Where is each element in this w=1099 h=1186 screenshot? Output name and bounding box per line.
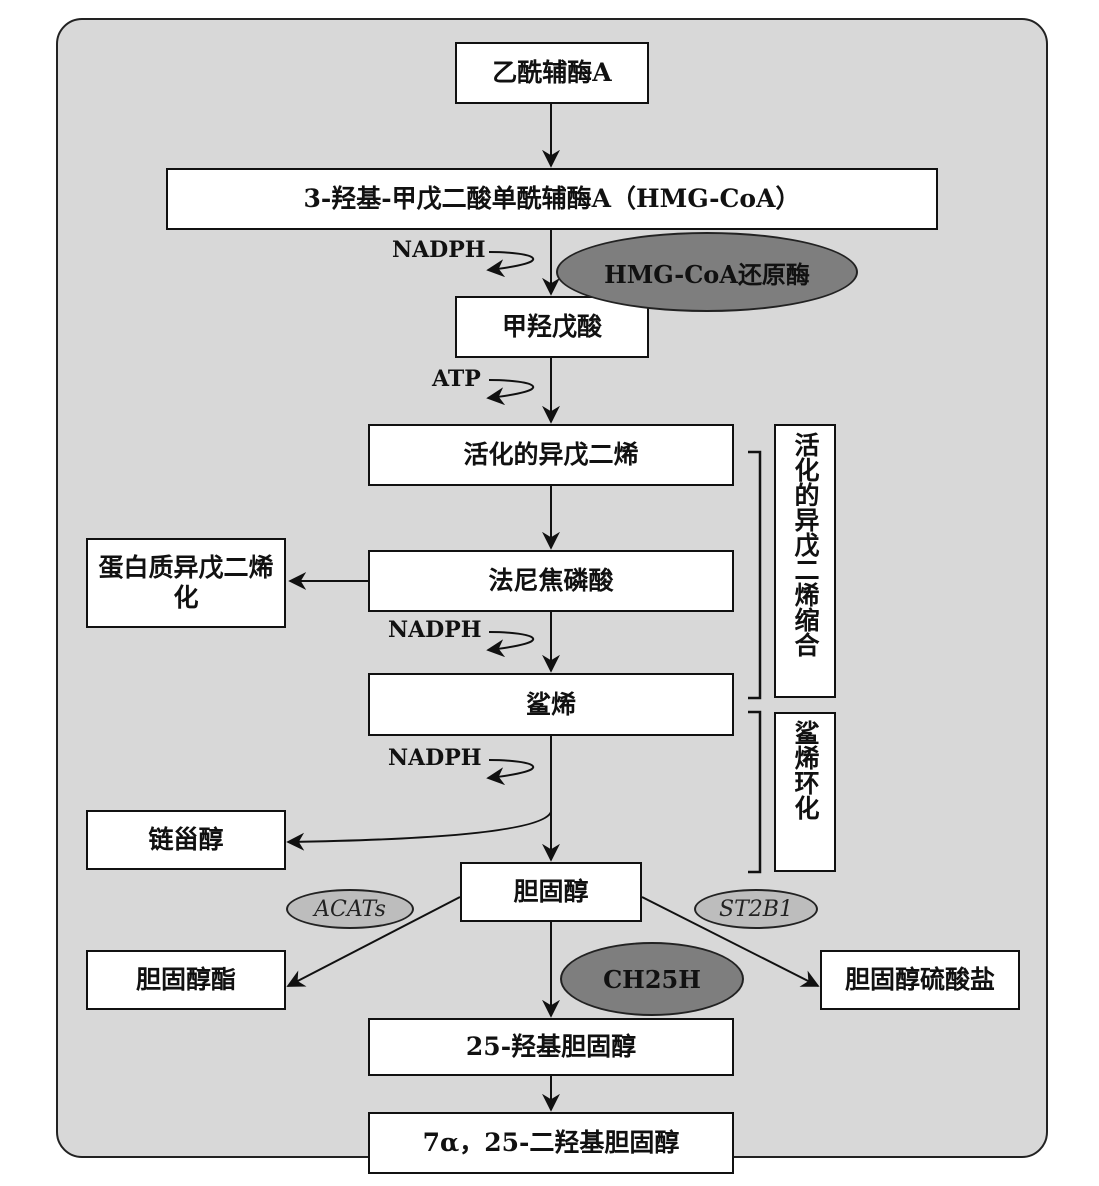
arrow-to-desmosterol: [286, 811, 552, 851]
stage-label: 鲨烯环化: [791, 720, 820, 820]
node-label: 25-羟基胆固醇: [465, 1032, 637, 1061]
nadph-curve-3: [486, 759, 535, 786]
arrow-cholesterol-to-ester: [286, 896, 461, 987]
enzyme-st2b1: ST2B1: [694, 889, 818, 929]
cofactor-atp: ATP: [432, 366, 481, 392]
node-label: 甲羟戊酸: [501, 312, 602, 341]
node-label: 鲨烯: [525, 689, 576, 719]
node-label: 链甾醇: [148, 825, 224, 854]
nadph-curve-2: [486, 631, 535, 658]
node-acetyl-coa: 乙酰辅酶A: [455, 42, 649, 104]
node-label: 活化的异戊二烯: [463, 440, 639, 469]
node-7a25-dihydroxycholesterol: 7α，25-二羟基胆固醇: [368, 1112, 734, 1174]
cofactor-nadph: NADPH: [388, 745, 482, 771]
stage-isoprene-condensation: 活化的异戊二烯缩合: [774, 424, 836, 698]
node-squalene: 鲨烯: [368, 673, 734, 736]
node-cholesterol: 胆固醇: [460, 862, 642, 922]
node-label: 7α，25-二羟基胆固醇: [422, 1128, 680, 1157]
node-label: 胆固醇酯: [135, 965, 236, 994]
enzyme-label: HMG-CoA还原酶: [604, 259, 810, 289]
node-hmg-coa: 3-羟基-甲戊二酸单酰辅酶A（HMG-CoA）: [166, 168, 938, 230]
node-label: 胆固醇硫酸盐: [844, 965, 995, 994]
cofactor-nadph: NADPH: [392, 237, 486, 263]
node-cholesteryl-ester: 胆固醇酯: [86, 950, 286, 1010]
stage-label: 活化的异戊二烯缩合: [791, 432, 820, 657]
node-mevalonate: 甲羟戊酸: [455, 296, 649, 358]
enzyme-hmg-coa-reductase: HMG-CoA还原酶: [556, 232, 858, 312]
enzyme-label: CH25H: [603, 964, 701, 994]
node-label: 法尼焦磷酸: [488, 566, 614, 595]
node-protein-prenylation: 蛋白质异戊二烯化: [86, 538, 286, 628]
atp-curve: [486, 379, 535, 406]
bracket-cyclization: [748, 710, 762, 874]
cofactor-nadph: NADPH: [388, 617, 482, 643]
node-label: 3-羟基-甲戊二酸单酰辅酶A（HMG-CoA）: [303, 184, 801, 213]
enzyme-label: ST2B1: [719, 896, 793, 922]
node-farnesyl-pp: 法尼焦磷酸: [368, 550, 734, 612]
nadph-curve-1: [486, 251, 535, 278]
node-label: 胆固醇: [513, 877, 589, 906]
arrow-cholesterol-to-sulfate: [641, 896, 820, 987]
node-25-hydroxycholesterol: 25-羟基胆固醇: [368, 1018, 734, 1076]
enzyme-label: ACATs: [314, 896, 386, 922]
node-cholesterol-sulfate: 胆固醇硫酸盐: [820, 950, 1020, 1010]
node-label: 蛋白质异戊二烯化: [98, 553, 274, 612]
enzyme-acats: ACATs: [286, 889, 414, 929]
stage-squalene-cyclization: 鲨烯环化: [774, 712, 836, 872]
node-desmosterol: 链甾醇: [86, 810, 286, 870]
bracket-condensation: [748, 450, 762, 700]
node-activated-isoprene: 活化的异戊二烯: [368, 424, 734, 486]
enzyme-ch25h: CH25H: [560, 942, 744, 1016]
node-label: 乙酰辅酶A: [492, 58, 612, 87]
